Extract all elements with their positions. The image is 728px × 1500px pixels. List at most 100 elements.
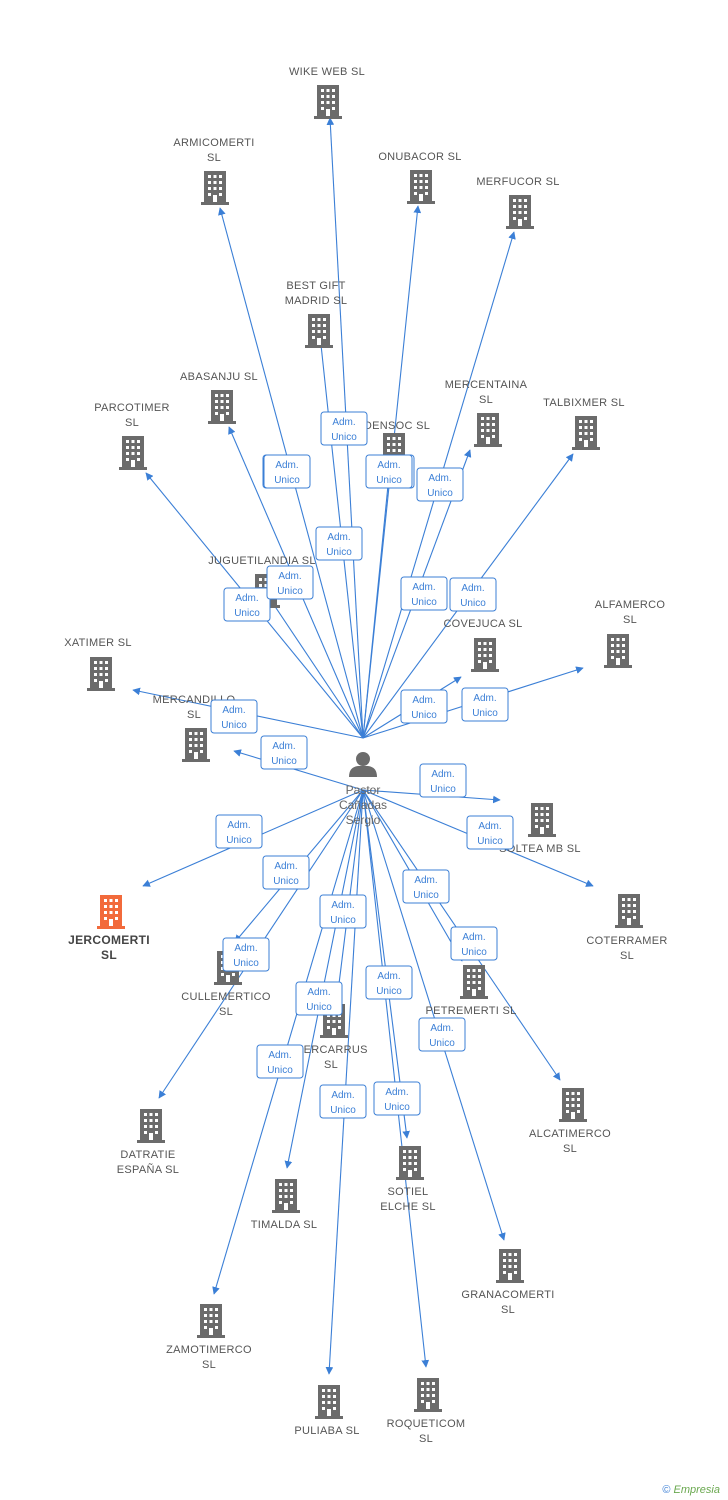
company-label-line: SL bbox=[479, 394, 493, 406]
company-node-covejuca-sl[interactable]: COVEJUCA SL bbox=[443, 618, 522, 672]
role-label-talbixmer-sl: Adm.Unico bbox=[449, 577, 497, 612]
building-icon bbox=[119, 436, 147, 470]
role-label-text: Adm. bbox=[234, 943, 257, 954]
company-node-juguetilandia-sl[interactable]: JUGUETILANDIA SL bbox=[208, 555, 316, 608]
company-node-petremerti-sl[interactable]: PETREMERTI SL bbox=[425, 965, 516, 1017]
role-label-text: Unico bbox=[460, 598, 486, 609]
role-label-text: Unico bbox=[226, 835, 252, 846]
role-label-mercentaina-sl: Adm.Unico bbox=[400, 576, 448, 611]
company-node-timalda-sl[interactable]: TIMALDA SL bbox=[251, 1179, 318, 1231]
role-label-text: Unico bbox=[273, 876, 299, 887]
brand-logo[interactable]: Empresia bbox=[673, 1484, 720, 1496]
role-label-alfamerco-sl: Adm.Unico bbox=[461, 687, 509, 722]
role-label-juguetilandia-sl: Adm.Unico bbox=[266, 565, 314, 600]
company-node-puliaba-sl[interactable]: PULIABA SL bbox=[294, 1385, 359, 1437]
role-label-mercandillo-sl: Adm.Unico bbox=[260, 735, 308, 770]
role-label-text: Unico bbox=[221, 720, 247, 731]
company-node-xatimer-sl[interactable]: XATIMER SL bbox=[64, 637, 132, 691]
company-node-wike-web-sl[interactable]: WIKE WEB SL bbox=[289, 66, 365, 119]
building-icon bbox=[305, 314, 333, 348]
role-label-soltea-mb-sl: Adm.Unico bbox=[419, 763, 467, 798]
company-label-line: GRANACOMERTI bbox=[461, 1289, 554, 1301]
role-label-text: Adm. bbox=[331, 1090, 354, 1101]
building-icon bbox=[496, 1249, 524, 1283]
role-label-text: Adm. bbox=[307, 987, 330, 998]
building-icon bbox=[208, 390, 236, 424]
role-label-text: Adm. bbox=[473, 693, 496, 704]
edge-sotiel-elche-sl bbox=[362, 789, 410, 1139]
footer: ©Empresia bbox=[662, 1484, 720, 1496]
edge-granacomerti-sl bbox=[362, 789, 506, 1241]
role-label-text: Adm. bbox=[274, 861, 297, 872]
role-label-alcatimerco-sl: Adm.Unico bbox=[450, 926, 498, 961]
company-label-line: ZAMOTIMERCO bbox=[166, 1344, 252, 1356]
role-label-text: Adm. bbox=[412, 695, 435, 706]
company-node-soltea-mb-sl[interactable]: SOLTEA MB SL bbox=[499, 803, 581, 855]
role-label-text: Unico bbox=[330, 915, 356, 926]
role-label-puliaba-sl: Adm.Unico bbox=[319, 1084, 367, 1119]
person-node[interactable]: Pastor Cañadas Sergio bbox=[339, 752, 387, 827]
company-label-line: SL bbox=[125, 417, 139, 429]
role-label-text: Unico bbox=[411, 710, 437, 721]
building-icon bbox=[315, 1385, 343, 1419]
role-label-text: Unico bbox=[477, 836, 503, 847]
company-label-line: ARMICOMERTI bbox=[173, 137, 254, 149]
building-icon bbox=[182, 728, 210, 762]
role-label-text: Adm. bbox=[235, 593, 258, 604]
company-node-onubacor-sl[interactable]: ONUBACOR SL bbox=[378, 151, 461, 204]
company-node-densoc-sl[interactable]: DENSOC SL bbox=[364, 420, 430, 467]
building-icon bbox=[87, 657, 115, 691]
company-node-granacomerti-sl[interactable]: GRANACOMERTI SL bbox=[461, 1249, 554, 1316]
company-label-line: BEST GIFT bbox=[286, 280, 345, 292]
edge-mercandillo-sl bbox=[233, 749, 364, 791]
role-label-text: Unico bbox=[267, 1065, 293, 1076]
role-label-text: Adm. bbox=[428, 473, 451, 484]
company-label-line: MADRID SL bbox=[285, 295, 348, 307]
role-label-text: Adm. bbox=[462, 932, 485, 943]
role-label-text: Adm. bbox=[327, 532, 350, 543]
role-label-text: Unico bbox=[411, 597, 437, 608]
company-label-line: SL bbox=[501, 1304, 515, 1316]
building-icon bbox=[471, 638, 499, 672]
company-label-line: SL bbox=[101, 948, 117, 962]
company-node-merfucor-sl[interactable]: MERFUCOR SL bbox=[476, 176, 559, 229]
role-labels: Adm.UnicoAdm.UnicoAdm.UnicoAdm.UnicoAdm.… bbox=[210, 411, 514, 1119]
role-label-covejuca-sl: Adm. Unico bbox=[400, 689, 448, 724]
company-node-abasanju-sl[interactable]: ABASANJU SL bbox=[180, 371, 258, 424]
role-label-text: Unico bbox=[429, 1038, 455, 1049]
edge-roqueticom-sl bbox=[362, 789, 430, 1368]
role-label-text: Adm. bbox=[430, 1023, 453, 1034]
company-label-line: ALCATIMERCO bbox=[529, 1128, 611, 1140]
role-label-wike-web-sl: Adm.Unico bbox=[320, 411, 368, 446]
role-label-text: Adm. bbox=[227, 820, 250, 831]
role-label-coterramer-sl: Adm.Unico bbox=[466, 815, 514, 850]
company-label-line: SOLTEA MB SL bbox=[499, 843, 581, 855]
company-label-line: PULIABA SL bbox=[294, 1425, 359, 1437]
building-icon bbox=[604, 634, 632, 668]
role-label-text: Adm. bbox=[431, 769, 454, 780]
role-label-text: Unico bbox=[384, 1102, 410, 1113]
company-label-line: MERFUCOR SL bbox=[476, 176, 559, 188]
company-label-line: SL bbox=[623, 614, 637, 626]
company-node-best-gift-madrid-sl[interactable]: BEST GIFT MADRID SL bbox=[285, 280, 348, 348]
company-node-talbixmer-sl[interactable]: TALBIXMER SL bbox=[543, 397, 625, 450]
company-label-line: TALBIXMER SL bbox=[543, 397, 625, 409]
role-label-text: Unico bbox=[326, 547, 352, 558]
role-label-timalda-sl: Adm.Unico bbox=[295, 981, 343, 1016]
building-icon bbox=[137, 1109, 165, 1143]
